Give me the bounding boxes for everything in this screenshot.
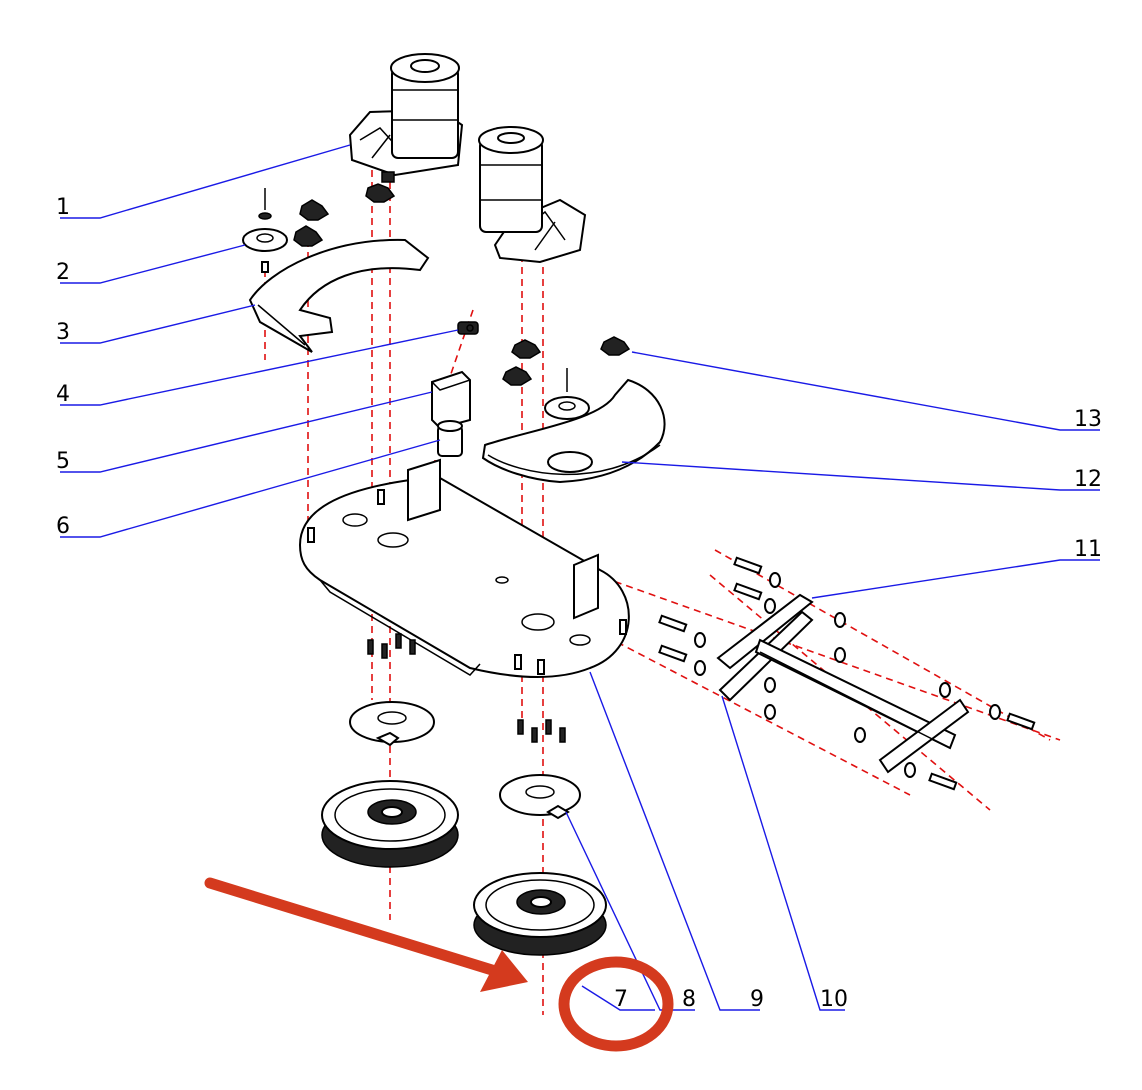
right-brush [473, 872, 607, 956]
annotation-arrow [204, 877, 498, 976]
left-brush-cover [248, 238, 430, 353]
right-brush-cover [481, 368, 666, 484]
right-drive-plate [499, 774, 581, 820]
link-bolts-washers [658, 556, 1036, 791]
callout-5: 5 [56, 449, 70, 474]
right-motor [478, 126, 587, 264]
left-drive-plate [349, 701, 435, 747]
callout-12: 12 [1074, 467, 1102, 492]
callout-labels: 1 2 3 4 5 6 7 8 9 10 11 12 13 [56, 195, 1102, 1012]
callout-10: 10 [820, 987, 848, 1012]
callout-3: 3 [56, 320, 70, 345]
left-brush [321, 780, 459, 868]
annotation-arrowhead [480, 950, 528, 992]
callout-9: 9 [750, 987, 764, 1012]
annotation-overlay [204, 877, 674, 1052]
callout-7: 7 [614, 987, 628, 1012]
callout-4: 4 [56, 382, 70, 407]
couplers [293, 183, 631, 386]
base-plate-deck [298, 458, 630, 678]
left-motor [348, 53, 464, 183]
callout-11: 11 [1074, 537, 1102, 562]
valve-fitting [457, 321, 479, 335]
callout-1: 1 [56, 195, 70, 220]
deck-bolts [367, 633, 566, 743]
callout-8: 8 [682, 987, 696, 1012]
left-pulley-hub [242, 188, 288, 273]
solenoid [437, 420, 463, 457]
mounting-bracket [431, 370, 471, 430]
callout-2: 2 [56, 260, 70, 285]
leader-lines [60, 144, 1100, 1011]
annotation-circle [558, 956, 674, 1052]
callout-6: 6 [56, 514, 70, 539]
callout-13: 13 [1074, 407, 1102, 432]
linkage-bar-assembly [716, 593, 970, 774]
